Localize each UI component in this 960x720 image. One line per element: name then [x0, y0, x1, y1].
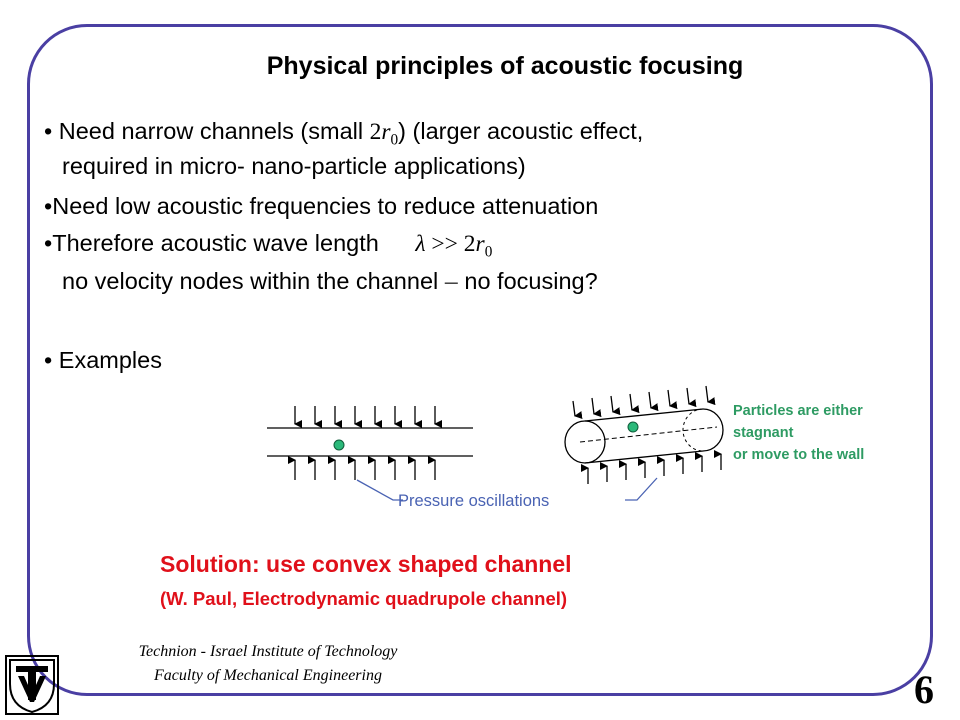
pressure-arrows-bottom — [581, 450, 722, 484]
page-number: 6 — [914, 667, 934, 712]
technion-logo-icon — [5, 655, 59, 715]
channel-diagrams — [267, 385, 724, 501]
footer-institution: Technion - Israel Institute of Technolog… — [138, 643, 398, 660]
math-lambda-gg-2r0: λ >> 2r0 — [415, 231, 493, 261]
footer-faculty: Faculty of Mechanical Engineering — [154, 667, 382, 684]
slide-frame — [27, 24, 933, 696]
straight-channel — [267, 406, 473, 480]
bullet-3-text: Therefore acoustic wave length — [52, 230, 379, 256]
bullet-narrow-channels: • Need narrow channels (small 2r0) (larg… — [44, 118, 643, 149]
pressure-callout-lines — [356, 477, 658, 501]
solution-reference: (W. Paul, Electrodynamic quadrupole chan… — [160, 588, 568, 609]
bullet-3-line-2: no velocity nodes within the channel – n… — [62, 268, 598, 294]
particles-annotation: Particles are either stagnant or move to… — [733, 403, 865, 463]
bullet-dot: • — [44, 193, 53, 219]
pressure-arrows-top — [294, 406, 442, 428]
bullet-1-text-pre: Need narrow channels (small — [58, 118, 370, 144]
bullet-wave-length: •Therefore acoustic wave length λ >> 2r0 — [44, 230, 492, 261]
slide-title: Physical principles of acoustic focusing — [266, 52, 744, 80]
bullet-dot: • — [44, 347, 59, 373]
bullet-low-frequencies: •Need low acoustic frequencies to reduce… — [44, 193, 598, 220]
math-2r0: 2r0 — [369, 119, 399, 149]
bullet-2-text: Need low acoustic frequencies to reduce … — [52, 193, 599, 219]
pressure-arrows-top — [572, 385, 716, 420]
cylinder-channel — [564, 385, 724, 484]
pressure-arrows-bottom — [288, 456, 436, 480]
bullet-1-line-2: required in micro- nano-particle applica… — [62, 153, 526, 179]
particle — [627, 421, 639, 433]
particle — [333, 439, 345, 451]
bullet-dot: • — [44, 118, 59, 144]
bullet-examples: • Examples — [44, 347, 162, 373]
bullet-dot: • — [44, 230, 53, 256]
bullet-1-text-post: ) (larger acoustic effect, — [398, 118, 644, 144]
solution-heading: Solution: use convex shaped channel — [160, 551, 572, 577]
pressure-oscillations-label: Pressure oscillations — [398, 492, 550, 510]
